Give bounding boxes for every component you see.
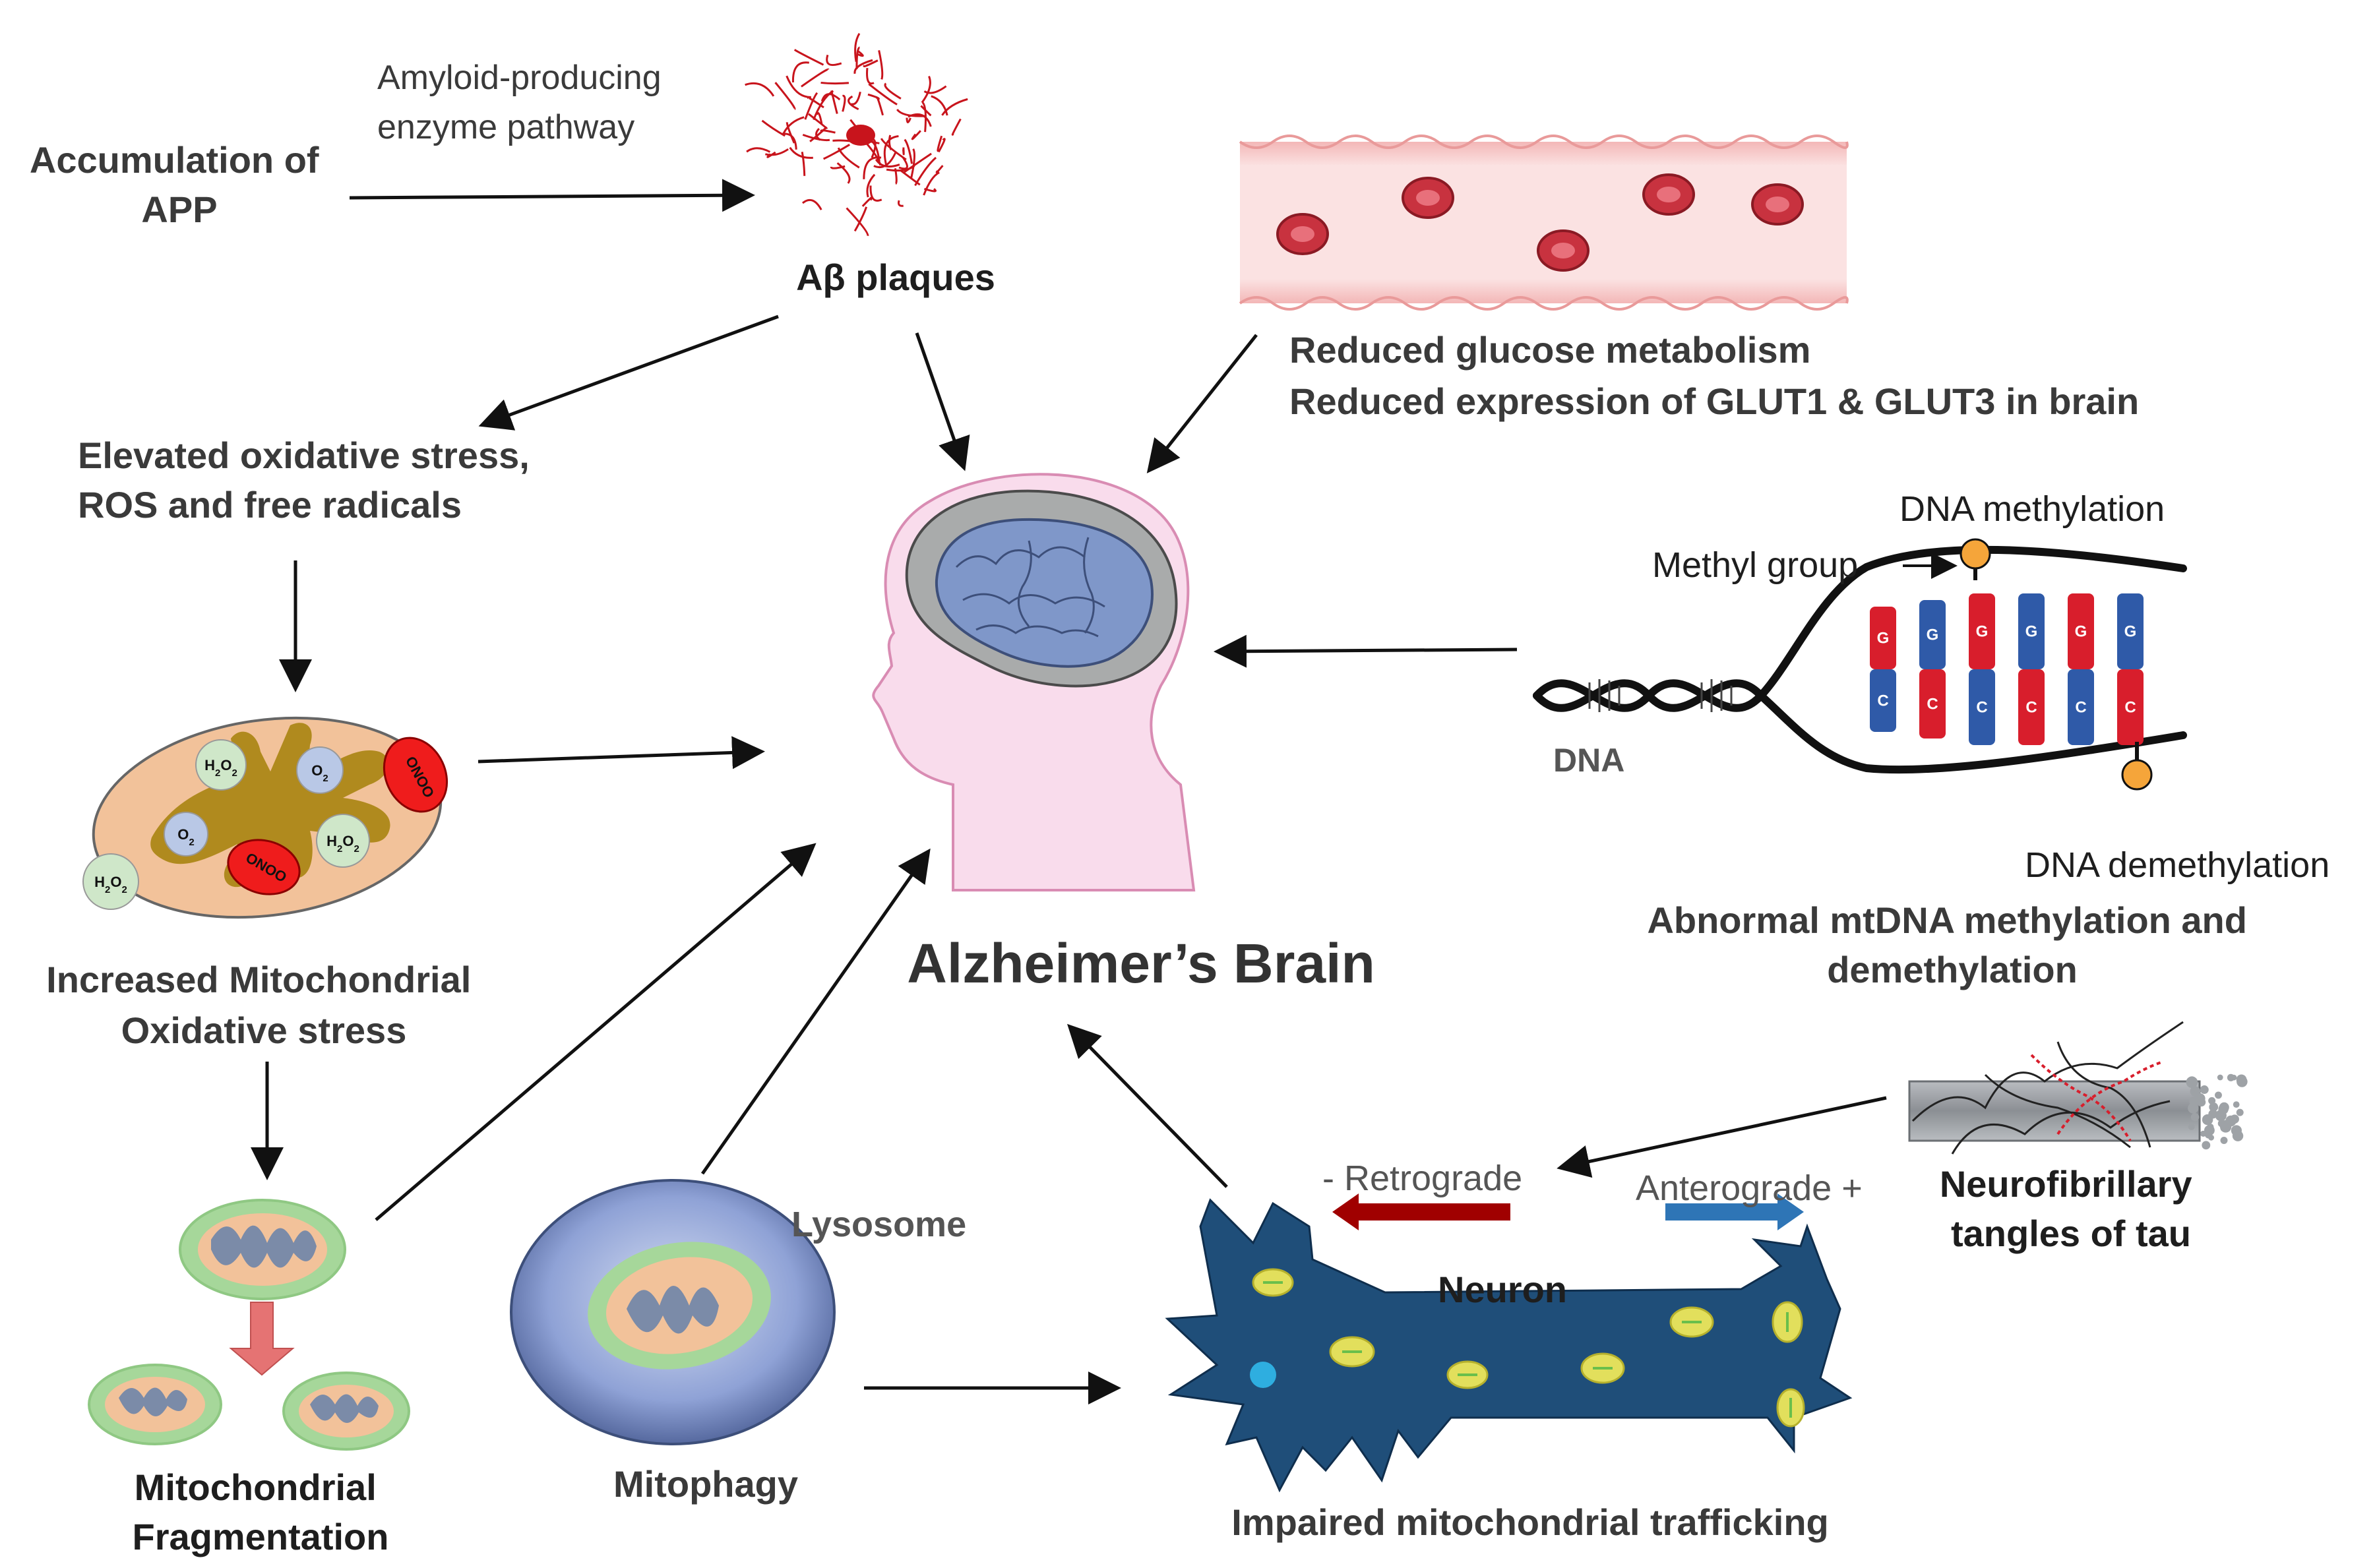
red-blood-cells <box>1276 173 1804 272</box>
dna-base <box>1969 593 1995 669</box>
dna-base <box>2018 593 2045 669</box>
dna-base-letter: G <box>2124 623 2137 641</box>
arrow-plaques-to-brain <box>915 332 970 471</box>
dna-base-letter: C <box>1877 692 1888 710</box>
dna-helix-icon: G C G C G C G C G C G C <box>1533 538 2187 791</box>
dna-base <box>2068 669 2094 745</box>
dna-base-letter: G <box>1927 626 1939 644</box>
methyl-group-label: Methyl group <box>1652 545 1858 585</box>
dna-base <box>2117 593 2144 669</box>
demethylation-icon <box>2121 759 2153 791</box>
dna-demethylation-label: DNA demethylation <box>2025 845 2330 885</box>
dna-base <box>1919 669 1946 739</box>
trafficking-label: Impaired mitochondrial trafficking <box>1231 1501 1828 1543</box>
dna-base <box>2068 593 2094 669</box>
dna-base-letter: C <box>1927 696 1938 713</box>
dna-base <box>1870 669 1896 732</box>
tau-tangles-icon <box>1908 1021 2248 1155</box>
dna-base-letter: C <box>2124 699 2136 717</box>
dna-base-letter: C <box>2025 699 2037 717</box>
amyloid-plaque-icon <box>745 32 968 236</box>
o2-label: O2 <box>177 826 194 848</box>
dna-base <box>1969 669 1995 745</box>
head-brain-icon <box>872 473 1196 891</box>
h2o2-label: H2O2 <box>326 833 359 855</box>
dna-base-letter: G <box>1877 630 1890 648</box>
arrow-app-to-plaques <box>349 179 755 212</box>
o2-label: O2 <box>311 762 328 784</box>
arrows <box>251 179 1887 1404</box>
accumulation-app-label: Accumulation of APP <box>30 139 329 230</box>
dna-base-letter: G <box>2075 623 2087 641</box>
retrograde-arrow-icon <box>1332 1193 1510 1230</box>
blood-vessel-icon <box>1239 135 1849 311</box>
mitophagy-label: Mitophagy <box>613 1463 798 1505</box>
arrow-mito-to-brain <box>478 736 765 769</box>
dna-base <box>1870 607 1896 669</box>
mtdna-label: Abnormal mtDNA methylation and demethyla… <box>1647 899 2257 990</box>
arrow-tangles-to-retrograde <box>1557 1096 1887 1178</box>
dna-base <box>1919 600 1946 669</box>
neuron-label: Neuron <box>1438 1269 1567 1310</box>
mito-oxidative-stress-label: Increased Mitochondrial Oxidative stress <box>46 959 481 1051</box>
dna-base-letter: G <box>2025 623 2038 641</box>
anterograde-label: Anterograde + <box>1636 1168 1863 1208</box>
amyloid-pathway-label: Amyloid-producing enzyme pathway <box>377 59 671 146</box>
alzheimers-brain-title: Alzheimer’s Brain <box>907 932 1375 994</box>
arrow-mitophagy-to-brain <box>700 848 931 1175</box>
arrow-dna-to-brain <box>1214 634 1518 668</box>
fragmentation-label: Mitochondrial Fragmentation <box>133 1466 389 1557</box>
anterograde-arrow-icon <box>1665 1193 1804 1230</box>
arrow-glucose-to-brain <box>1146 334 1258 473</box>
dna-base <box>2018 669 2045 745</box>
oxidative-stress-label: Elevated oxidative stress, ROS and free … <box>78 435 540 526</box>
glucose-label: Reduced glucose metabolism Reduced expre… <box>1289 329 2139 422</box>
dna-base-letter: G <box>1976 623 1989 641</box>
tangles-label: Neurofibrillary tangles of tau <box>1940 1163 2202 1254</box>
neuron-icon <box>1165 1193 1853 1493</box>
arrow-trafficking-to-brain <box>1067 1023 1228 1188</box>
retrograde-label: - Retrograde <box>1322 1159 1522 1198</box>
dna-base-letter: C <box>2075 699 2086 717</box>
dna-base <box>2117 669 2144 745</box>
lysosome-mitophagy-icon <box>510 1179 836 1445</box>
arrow-fragmentation-to-brain <box>375 843 817 1221</box>
abeta-plaques-label: Aβ plaques <box>796 256 995 298</box>
mitochondrial-fragmentation-icon <box>88 1199 410 1451</box>
h2o2-label: H2O2 <box>94 874 127 895</box>
lysosome-label: Lysosome <box>791 1205 966 1244</box>
h2o2-label: H2O2 <box>204 757 237 779</box>
mitochondrion-oxidative-icon: H2O2 O2 O2 H2O2 H2O2 ONOO ONOO <box>82 716 448 919</box>
dna-label: DNA <box>1553 742 1624 779</box>
brain-icon <box>935 518 1154 668</box>
methyl-group-icon <box>1960 538 1991 570</box>
dna-base-pairs: G C G C G C G C G C G C <box>1870 593 2144 745</box>
dna-methylation-label: DNA methylation <box>1899 489 2165 529</box>
dna-base-letter: C <box>1976 699 1987 717</box>
arrow-plaques-to-oxidative <box>478 315 779 431</box>
